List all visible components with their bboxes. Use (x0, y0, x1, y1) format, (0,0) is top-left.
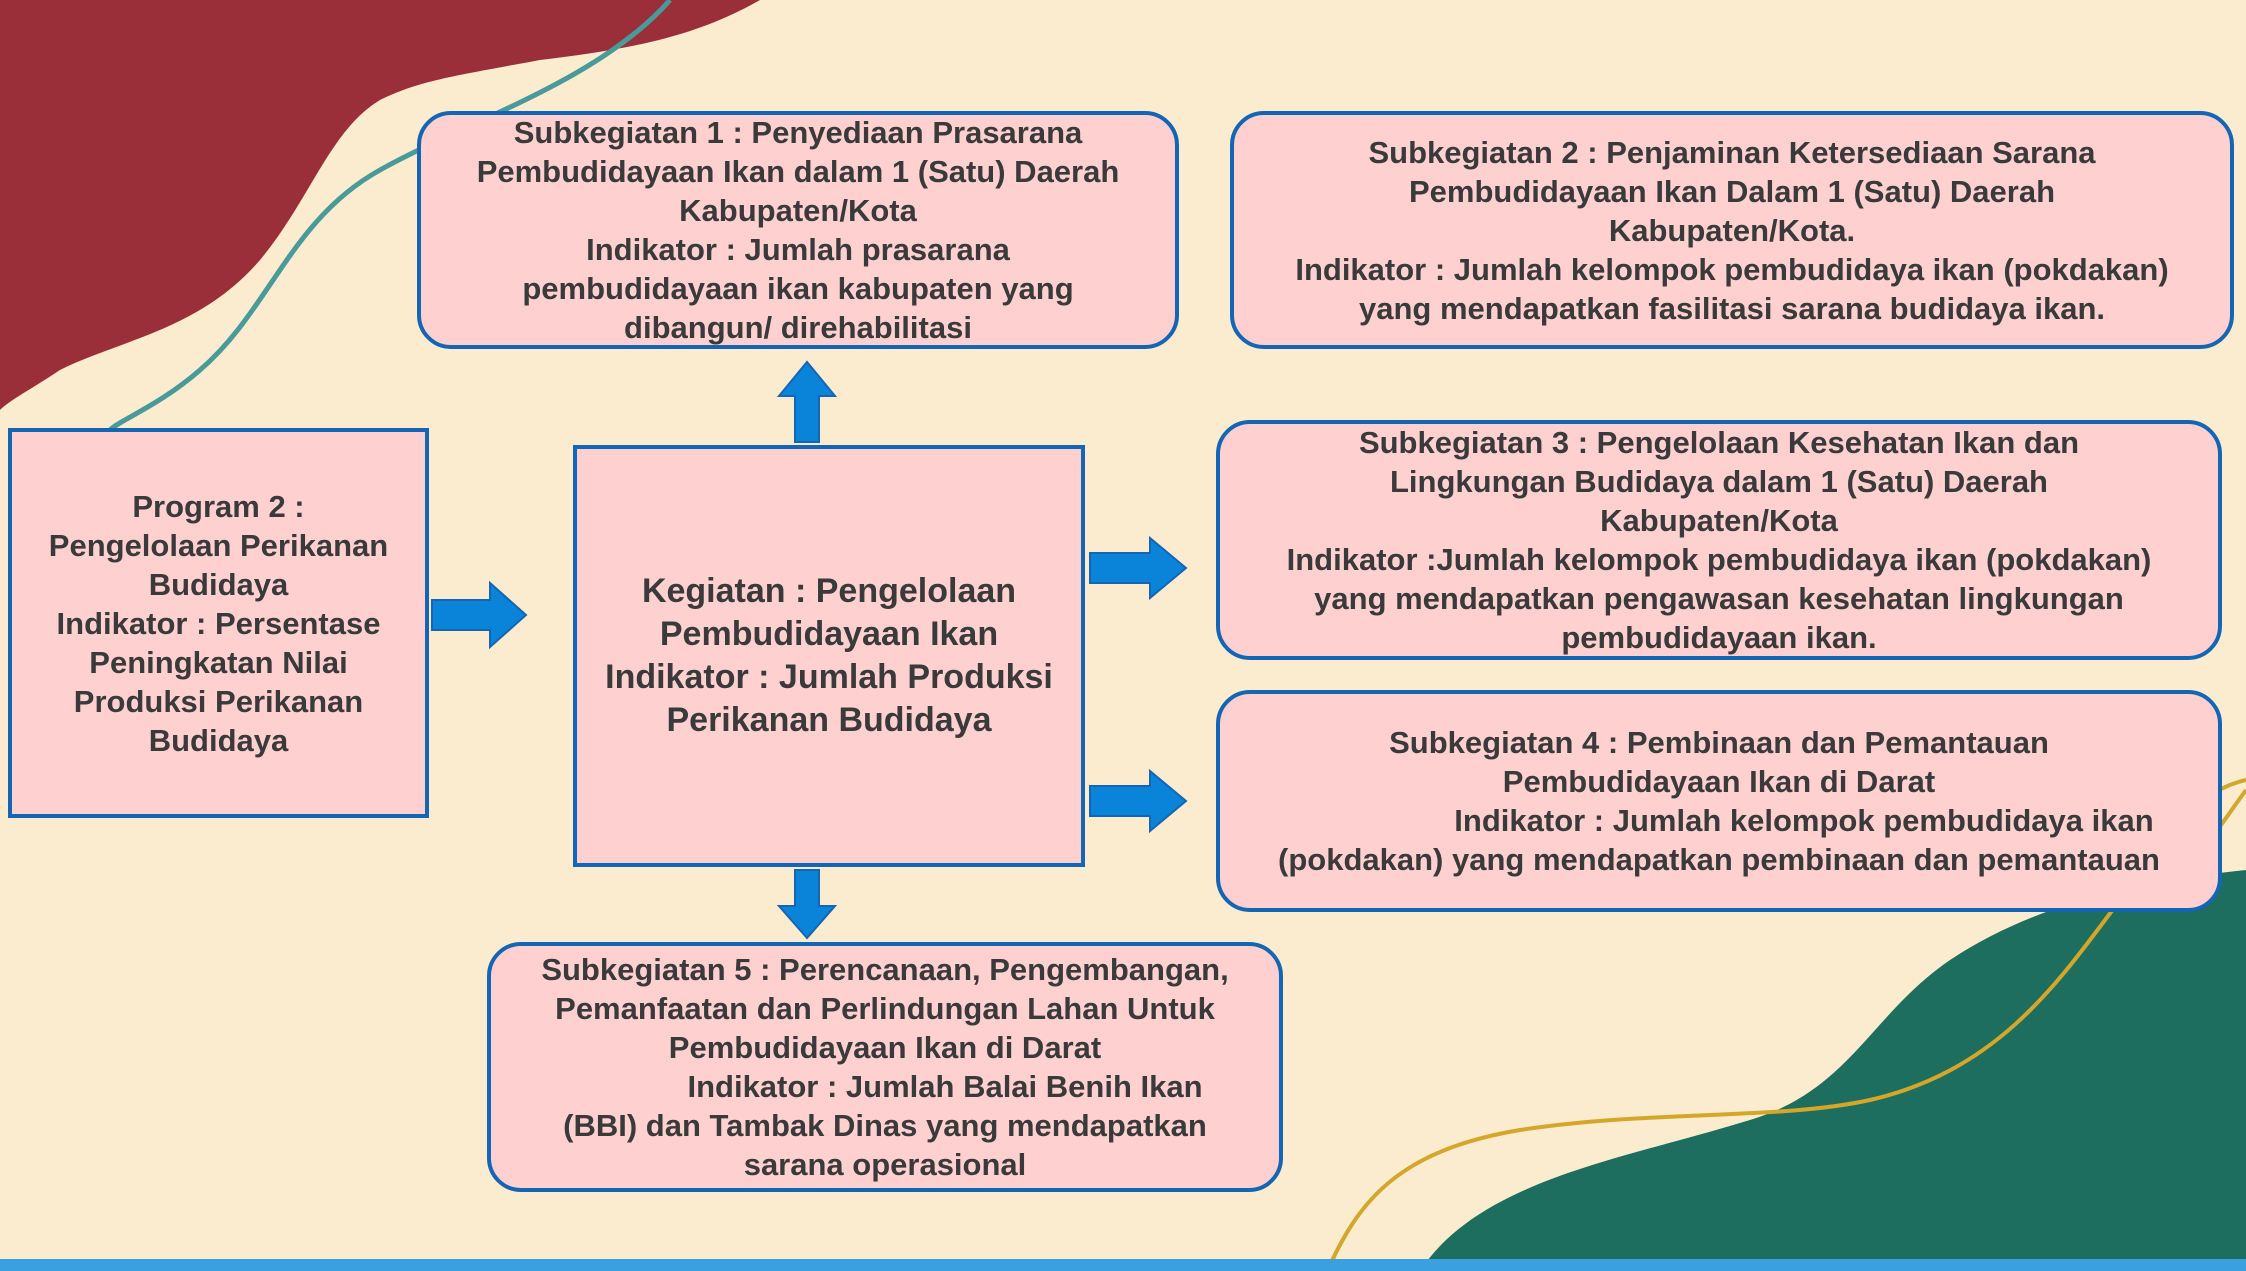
subkegiatan-1-line-5: pembudidayaan ikan kabupaten yang (522, 271, 1074, 306)
subkegiatan-5-box: Subkegiatan 5 : Perencanaan, Pengembanga… (487, 942, 1283, 1192)
subkegiatan-1-line-2: Pembudidayaan Ikan dalam 1 (Satu) Daerah (476, 154, 1120, 189)
program-line-6: Produksi Perikanan (73, 683, 364, 719)
subkegiatan-5-line-3: Pembudidayaan Ikan di Darat (668, 1030, 1102, 1065)
subkegiatan-3-line-2: Lingkungan Budidaya dalam 1 (Satu) Daera… (1389, 464, 2048, 499)
subkegiatan-3-line-4: Indikator :Jumlah kelompok pembudidaya i… (1286, 542, 2152, 577)
subkegiatan-1-line-1: Subkegiatan 1 : Penyediaan Prasarana (513, 115, 1083, 150)
teal-line-shape (108, 0, 672, 432)
subkegiatan-2-line-1: Subkegiatan 2 : Penjaminan Ketersediaan … (1368, 134, 2096, 170)
subkegiatan-1-box: Subkegiatan 1 : Penyediaan Prasarana Pem… (417, 111, 1179, 349)
kegiatan-line-1: Kegiatan : Pengelolaan (641, 572, 1017, 610)
subkegiatan-5-line-5: (BBI) dan Tambak Dinas yang mendapatkan (563, 1108, 1207, 1143)
subkegiatan-2-line-2: Pembudidayaan Ikan Dalam 1 (Satu) Daerah (1408, 173, 2056, 209)
subkegiatan-2-line-5: yang mendapatkan fasilitasi sarana budid… (1359, 290, 2105, 326)
program-line-4: Indikator : Persentase (56, 605, 381, 641)
bottom-band (0, 1259, 2246, 1271)
teal-blob-shape (1420, 870, 2246, 1271)
arrow-program-to-kegiatan (431, 580, 528, 650)
subkegiatan-5-line-6: sarana operasional (743, 1147, 1027, 1182)
subkegiatan-3-line-5: yang mendapatkan pengawasan kesehatan li… (1314, 581, 2124, 616)
kegiatan-line-4: Perikanan Budidaya (666, 701, 992, 739)
subkegiatan-3-box: Subkegiatan 3 : Pengelolaan Kesehatan Ik… (1216, 420, 2222, 660)
program-line-2: Pengelolaan Perikanan (48, 527, 389, 563)
subkegiatan-1-line-3: Kabupaten/Kota (679, 193, 917, 228)
subkegiatan-1-line-6: dibangun/ direhabilitasi (624, 310, 972, 345)
maroon-blob-shape (0, 0, 760, 410)
subkegiatan-4-line-4: (pokdakan) yang mendapatkan pembinaan da… (1278, 842, 2160, 877)
arrow-kegiatan-to-subkegiatan-1 (776, 360, 838, 443)
subkegiatan-3-line-6: pembudidayaan ikan. (1561, 620, 1877, 655)
subkegiatan-4-box: Subkegiatan 4 : Pembinaan dan Pemantauan… (1216, 690, 2222, 912)
subkegiatan-4-line-3: Indikator : Jumlah kelompok pembudidaya … (1454, 803, 2154, 838)
subkegiatan-3-line-3: Kabupaten/Kota (1600, 503, 1838, 538)
arrow-kegiatan-to-subkegiatan-4 (1089, 768, 1188, 834)
arrow-kegiatan-to-subkegiatan-5 (776, 869, 838, 940)
subkegiatan-3-line-1: Subkegiatan 3 : Pengelolaan Kesehatan Ik… (1358, 425, 2080, 460)
program-line-7: Budidaya (148, 722, 289, 758)
subkegiatan-4-line-2: Pembudidayaan Ikan di Darat (1502, 764, 1936, 799)
subkegiatan-2-line-3: Kabupaten/Kota. (1608, 212, 1856, 248)
kegiatan-line-3: Indikator : Jumlah Produksi (605, 658, 1053, 696)
subkegiatan-1-line-4: Indikator : Jumlah prasarana (586, 232, 1010, 267)
subkegiatan-5-line-4: Indikator : Jumlah Balai Benih Ikan (687, 1069, 1203, 1104)
program-line-1: Program 2 : (132, 488, 305, 524)
kegiatan-line-2: Pembudidayaan Ikan (659, 615, 999, 653)
program-line-5: Peningkatan Nilai (89, 644, 348, 680)
subkegiatan-4-line-1: Subkegiatan 4 : Pembinaan dan Pemantauan (1389, 725, 2049, 760)
program-box: Program 2 : Pengelolaan Perikanan Budida… (8, 428, 429, 818)
program-line-3: Budidaya (148, 566, 289, 602)
subkegiatan-5-line-1: Subkegiatan 5 : Perencanaan, Pengembanga… (541, 952, 1229, 987)
arrow-kegiatan-to-subkegiatan-3 (1089, 535, 1188, 601)
subkegiatan-2-box: Subkegiatan 2 : Penjaminan Ketersediaan … (1230, 111, 2234, 349)
subkegiatan-5-line-2: Pemanfaatan dan Perlindungan Lahan Untuk (555, 991, 1215, 1026)
kegiatan-box: Kegiatan : Pengelolaan Pembudidayaan Ika… (573, 445, 1085, 867)
subkegiatan-2-line-4: Indikator : Jumlah kelompok pembudidaya … (1295, 251, 2169, 287)
